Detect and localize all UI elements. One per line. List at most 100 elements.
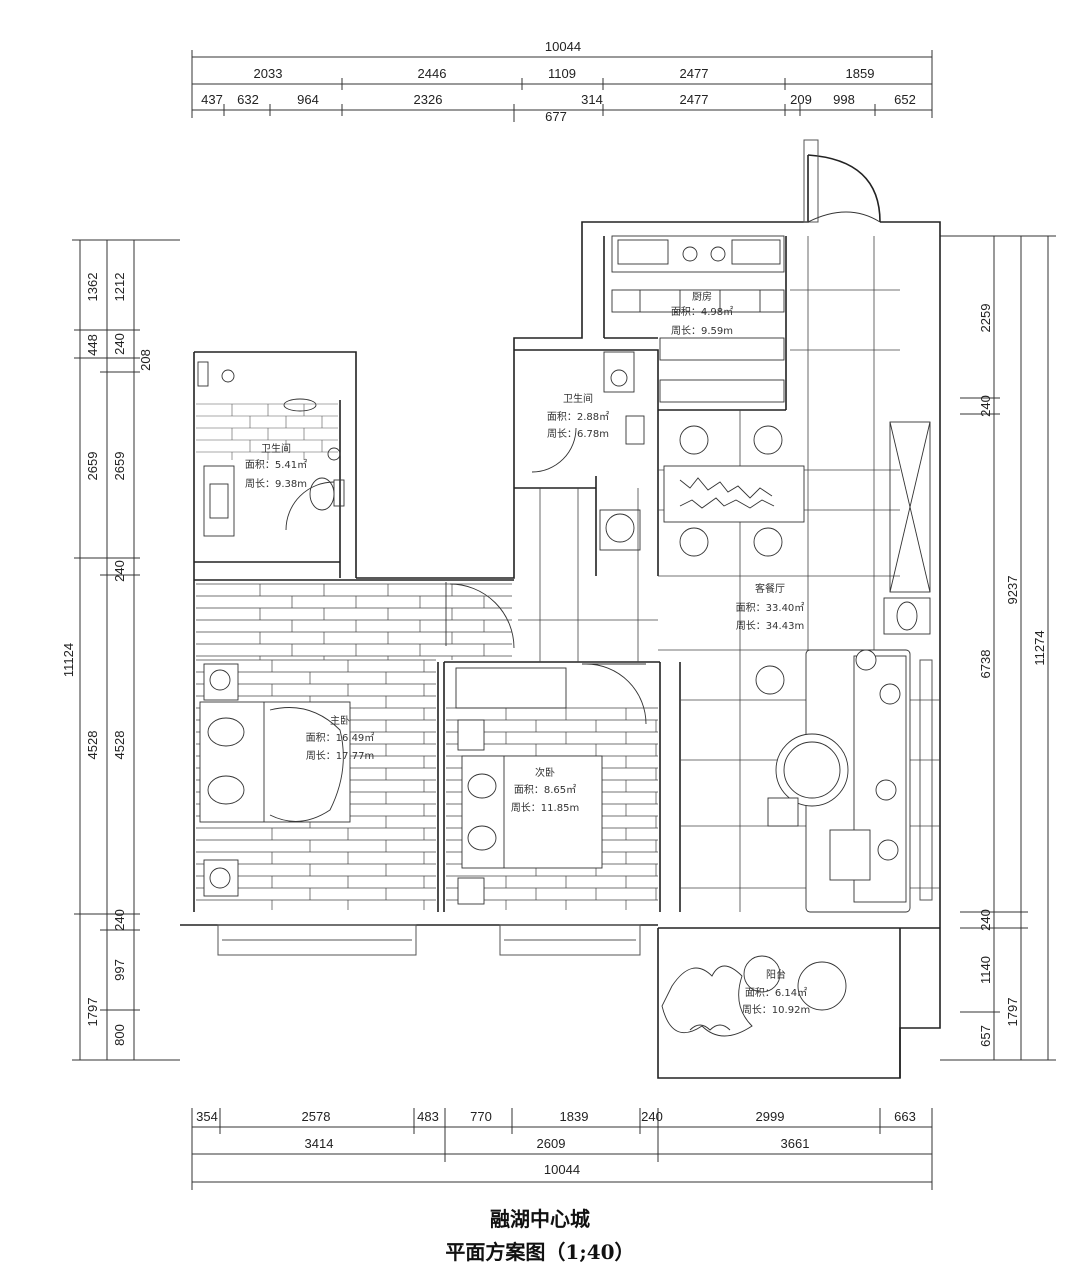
svg-text:1140: 1140 xyxy=(978,956,993,984)
svg-text:208: 208 xyxy=(138,349,153,371)
svg-text:2033: 2033 xyxy=(254,66,283,81)
room-second: 次卧 面积：8.65㎡ 周长：11.85m xyxy=(511,766,579,814)
top-dimension-lines xyxy=(191,50,933,122)
svg-text:770: 770 xyxy=(470,1109,492,1124)
master-bed xyxy=(199,663,351,897)
svg-text:1797: 1797 xyxy=(85,998,100,1027)
center-bath-fixtures xyxy=(599,351,645,551)
room-name: 客餐厅 xyxy=(755,582,785,595)
svg-text:964: 964 xyxy=(297,92,319,107)
room-name: 次卧 xyxy=(535,766,555,779)
svg-text:483: 483 xyxy=(417,1109,439,1124)
dim-left-inner: 1212 240 208 2659 240 4528 240 997 800 xyxy=(112,273,153,1046)
svg-text:2326: 2326 xyxy=(414,92,443,107)
room-area: 面积：6.14㎡ xyxy=(745,987,807,999)
svg-text:6738: 6738 xyxy=(978,650,993,679)
room-area: 面积：33.40㎡ xyxy=(736,602,805,614)
room-bath-left: 卫生间 面积：5.41㎡ 周长：9.38m xyxy=(245,442,307,490)
room-name: 主卧 xyxy=(330,714,350,727)
room-area: 面积：8.65㎡ xyxy=(514,784,576,796)
svg-text:3414: 3414 xyxy=(305,1136,334,1151)
left-bath-fixtures xyxy=(197,361,345,537)
room-name: 卫生间 xyxy=(563,392,593,405)
svg-text:657: 657 xyxy=(978,1025,993,1047)
room-perimeter: 周长：6.78m xyxy=(547,428,609,440)
svg-text:209: 209 xyxy=(790,92,812,107)
dim-right-inner: 2259 240 6738 240 1140 657 xyxy=(978,304,993,1047)
bath-floor-planks xyxy=(196,403,338,460)
room-perimeter: 周长：9.59m xyxy=(671,325,733,337)
drawing-title: 融湖中心城 xyxy=(490,1207,590,1231)
room-name: 厨房 xyxy=(692,290,712,303)
svg-text:240: 240 xyxy=(978,395,993,417)
svg-text:2578: 2578 xyxy=(302,1109,331,1124)
fridge xyxy=(883,421,931,635)
dining-set xyxy=(663,425,805,557)
room-area: 面积：16.49㎡ xyxy=(306,732,375,744)
svg-text:632: 632 xyxy=(237,92,259,107)
dim-top-total: 10044 xyxy=(545,39,581,54)
svg-text:314: 314 xyxy=(581,92,603,107)
svg-text:2477: 2477 xyxy=(680,66,709,81)
svg-text:997: 997 xyxy=(112,959,127,981)
dim-right-outer: 9237 11274 1797 xyxy=(1005,576,1047,1027)
svg-text:2609: 2609 xyxy=(537,1136,566,1151)
room-perimeter: 周长：10.92m xyxy=(742,1004,810,1016)
room-bath-center: 卫生间 面积：2.88㎡ 周长：6.78m xyxy=(547,392,609,440)
bottom-dimension-lines xyxy=(191,1108,933,1190)
room-area: 面积：2.88㎡ xyxy=(547,411,609,423)
svg-text:2259: 2259 xyxy=(978,304,993,333)
svg-text:1109: 1109 xyxy=(548,66,576,81)
drawing-subtitle: 平面方案图（1;40） xyxy=(445,1240,635,1264)
living-sofa-set xyxy=(755,649,911,913)
left-dimension-lines xyxy=(72,239,180,1061)
room-perimeter: 周长：34.43m xyxy=(736,620,804,632)
svg-text:240: 240 xyxy=(641,1109,663,1124)
svg-text:800: 800 xyxy=(112,1024,127,1046)
windows xyxy=(217,139,933,956)
dim-top-row2: 437 632 964 2326 314 2477 209 998 652 xyxy=(201,92,916,107)
svg-text:2446: 2446 xyxy=(418,66,447,81)
svg-text:240: 240 xyxy=(112,909,127,931)
dim-top-row1: 2033 2446 1109 2477 1859 xyxy=(254,66,875,81)
room-living: 客餐厅 面积：33.40㎡ 周长：34.43m xyxy=(736,582,805,632)
svg-text:354: 354 xyxy=(196,1109,218,1124)
svg-text:11124: 11124 xyxy=(61,643,76,677)
room-perimeter: 周长：17.77m xyxy=(306,750,374,762)
svg-text:240: 240 xyxy=(112,560,127,582)
svg-text:1212: 1212 xyxy=(112,273,127,302)
svg-text:2999: 2999 xyxy=(756,1109,785,1124)
svg-text:240: 240 xyxy=(112,333,127,355)
svg-text:11274: 11274 xyxy=(1032,630,1047,665)
room-perimeter: 周长：9.38m xyxy=(245,478,307,490)
kitchen-cabinets xyxy=(611,235,785,403)
room-name: 阳台 xyxy=(766,968,786,981)
room-name: 卫生间 xyxy=(261,442,291,455)
balcony-furniture xyxy=(661,955,847,1037)
dim-bottom-row2: 3414 2609 3661 xyxy=(305,1136,810,1151)
svg-text:437: 437 xyxy=(201,92,223,107)
room-balcony: 阳台 面积：6.14㎡ 周长：10.92m xyxy=(742,968,810,1016)
svg-text:2477: 2477 xyxy=(680,92,709,107)
svg-text:448: 448 xyxy=(85,334,100,356)
room-area: 面积：4.98㎡ xyxy=(671,306,733,318)
dim-bottom-row1: 354 2578 483 770 1839 240 2999 663 xyxy=(196,1109,916,1124)
svg-text:663: 663 xyxy=(894,1109,916,1124)
dim-bottom-total: 10044 xyxy=(544,1162,580,1177)
svg-text:998: 998 xyxy=(833,92,855,107)
second-bed xyxy=(455,667,603,905)
svg-text:1362: 1362 xyxy=(85,273,100,302)
svg-text:4528: 4528 xyxy=(85,731,100,760)
room-area: 面积：5.41㎡ xyxy=(245,459,307,471)
svg-text:1839: 1839 xyxy=(560,1109,589,1124)
svg-text:9237: 9237 xyxy=(1005,576,1020,605)
room-master: 主卧 面积：16.49㎡ 周长：17.77m xyxy=(306,714,375,762)
room-perimeter: 周长：11.85m xyxy=(511,802,579,814)
svg-text:4528: 4528 xyxy=(112,731,127,760)
door-swings xyxy=(285,211,881,725)
room-kitchen: 厨房 面积：4.98㎡ 周长：9.59m xyxy=(671,290,733,337)
svg-text:652: 652 xyxy=(894,92,916,107)
svg-text:1859: 1859 xyxy=(846,66,875,81)
svg-text:2659: 2659 xyxy=(85,452,100,481)
